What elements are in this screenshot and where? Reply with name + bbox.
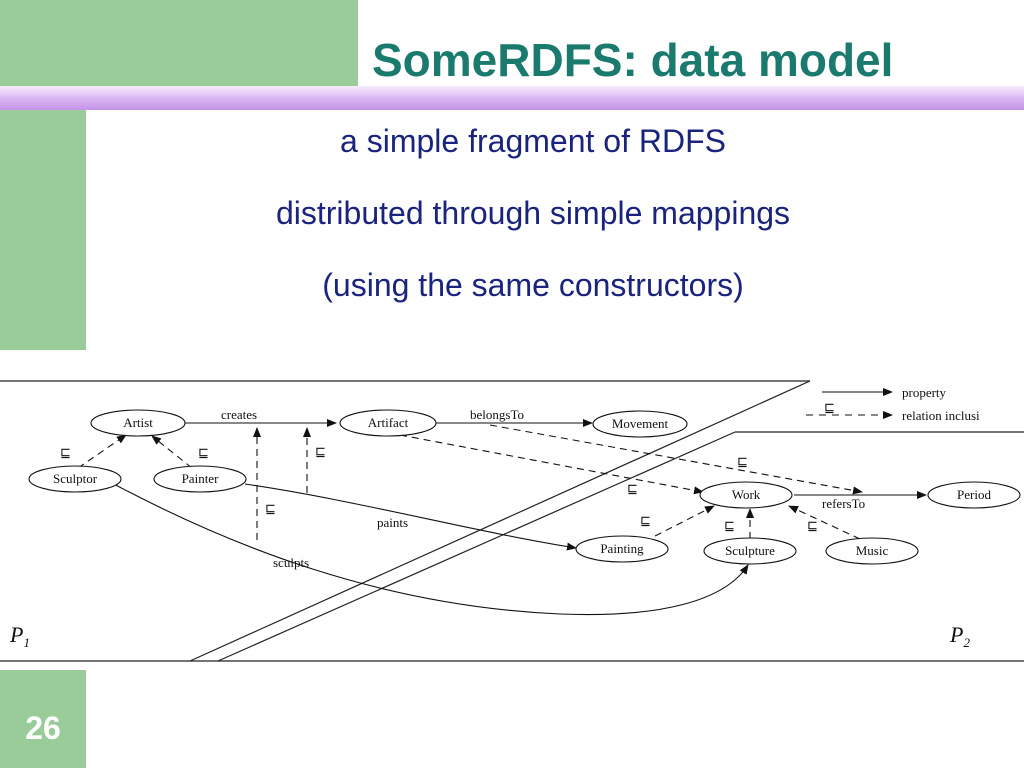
node-painter: Painter bbox=[153, 465, 247, 493]
node-artifact: Artifact bbox=[339, 409, 437, 437]
rdfs-diagram: property ⊑ relation inclusi ⊑ ⊑ ⊑ ⊑ ⊑ ⊑ … bbox=[0, 380, 1024, 662]
legend-property-label: property bbox=[902, 385, 947, 400]
label-refers-to: refersTo bbox=[822, 496, 865, 511]
legend: property ⊑ relation inclusi bbox=[806, 385, 980, 423]
node-sculpture-label: Sculpture bbox=[725, 543, 775, 558]
legend-inclusion-label: relation inclusi bbox=[902, 408, 980, 423]
nodes: Artist Artifact Movement Sculptor Painte… bbox=[28, 409, 1021, 565]
node-artist: Artist bbox=[90, 409, 186, 437]
edge-painting-work bbox=[654, 505, 715, 537]
edge-painter-artist bbox=[151, 435, 193, 469]
edge-artifact-work bbox=[399, 434, 704, 495]
edge-labels: creates belongsTo refersTo paints sculpt… bbox=[221, 407, 865, 570]
edge-sculptor-artist bbox=[77, 434, 127, 469]
node-artifact-label: Artifact bbox=[368, 415, 409, 430]
label-creates: creates bbox=[221, 407, 257, 422]
node-movement: Movement bbox=[592, 410, 688, 438]
subtitle-line-3: (using the same constructors) bbox=[322, 267, 744, 303]
green-header-block bbox=[0, 0, 358, 86]
node-sculptor-label: Sculptor bbox=[53, 471, 98, 486]
node-painter-label: Painter bbox=[182, 471, 219, 486]
subsumption-symbol: ⊑ bbox=[265, 501, 276, 516]
node-sculptor: Sculptor bbox=[28, 465, 122, 493]
subsumption-symbol: ⊑ bbox=[60, 445, 71, 460]
label-paints: paints bbox=[377, 515, 408, 530]
subtitle-line-1: a simple fragment of RDFS bbox=[340, 123, 726, 159]
peer-label-p2: P2 bbox=[949, 622, 970, 650]
page-number: 26 bbox=[25, 710, 61, 746]
green-footer-block bbox=[0, 670, 86, 768]
node-sculpture: Sculpture bbox=[703, 537, 797, 565]
node-work-label: Work bbox=[732, 487, 761, 502]
edge-music-work bbox=[788, 505, 861, 540]
inclusion-symbols: ⊑ ⊑ ⊑ ⊑ ⊑ ⊑ ⊑ ⊑ ⊑ bbox=[60, 444, 818, 533]
node-music: Music bbox=[825, 537, 919, 565]
green-side-block bbox=[0, 110, 86, 350]
slide-title: SomeRDFS: data model bbox=[372, 34, 894, 86]
edge-sculpts bbox=[109, 481, 749, 616]
diagram-frame bbox=[0, 380, 1024, 662]
subsumption-symbol: ⊑ bbox=[807, 518, 818, 533]
peer-labels: P1 P2 bbox=[9, 622, 970, 650]
node-painting: Painting bbox=[575, 535, 669, 563]
node-movement-label: Movement bbox=[612, 416, 669, 431]
property-edges bbox=[109, 419, 927, 616]
label-belongs-to: belongsTo bbox=[470, 407, 524, 422]
node-period-label: Period bbox=[957, 487, 991, 502]
node-period: Period bbox=[927, 481, 1021, 509]
node-artist-label: Artist bbox=[123, 415, 153, 430]
peer-label-p1: P1 bbox=[9, 622, 30, 650]
legend-inclusion-symbol: ⊑ bbox=[824, 400, 835, 415]
node-music-label: Music bbox=[856, 543, 889, 558]
node-work: Work bbox=[699, 481, 793, 509]
purple-header-band bbox=[0, 86, 1024, 110]
inclusion-edges bbox=[77, 424, 863, 540]
node-painting-label: Painting bbox=[600, 541, 644, 556]
subsumption-symbol: ⊑ bbox=[627, 481, 638, 496]
subsumption-symbol: ⊑ bbox=[315, 444, 326, 459]
subtitle-line-2: distributed through simple mappings bbox=[275, 195, 791, 231]
edge-paints bbox=[244, 483, 577, 551]
subsumption-symbol: ⊑ bbox=[640, 513, 651, 528]
label-sculpts: sculpts bbox=[273, 555, 309, 570]
subsumption-symbol: ⊑ bbox=[724, 518, 735, 533]
subsumption-symbol: ⊑ bbox=[198, 445, 209, 460]
subsumption-symbol: ⊑ bbox=[737, 454, 748, 469]
edge-belongs-refers bbox=[489, 424, 863, 495]
